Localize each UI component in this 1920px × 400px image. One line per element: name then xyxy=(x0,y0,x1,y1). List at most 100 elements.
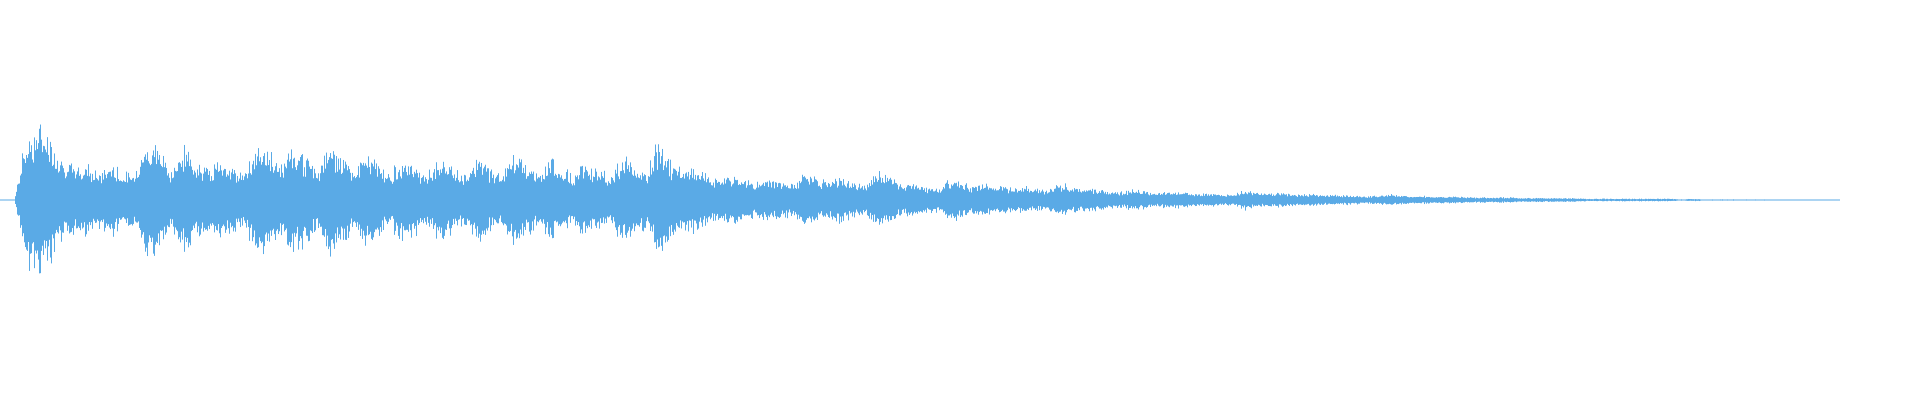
waveform-bar xyxy=(467,179,468,219)
waveform-bar xyxy=(1548,198,1549,202)
waveform-bar xyxy=(1640,199,1641,202)
waveform-bar xyxy=(1170,194,1171,206)
waveform-bar xyxy=(1000,186,1001,212)
waveform-bar xyxy=(1512,197,1513,203)
waveform-bar xyxy=(1219,195,1220,205)
waveform-bar xyxy=(67,172,68,231)
waveform-bar xyxy=(1528,197,1529,202)
waveform-bar xyxy=(101,183,102,221)
waveform-bar xyxy=(784,185,785,213)
waveform-bar xyxy=(1309,194,1310,206)
waveform-bar xyxy=(556,175,557,223)
waveform-bar xyxy=(1695,199,1696,202)
waveform-bar xyxy=(1446,197,1447,203)
waveform-bar xyxy=(890,177,891,221)
waveform-bar xyxy=(306,160,307,236)
waveform-bar xyxy=(962,185,963,217)
waveform-bar xyxy=(1430,197,1431,203)
waveform-bar xyxy=(1090,189,1091,208)
waveform-bar xyxy=(481,162,482,235)
waveform-bar xyxy=(622,162,623,238)
waveform-bar xyxy=(916,185,917,213)
waveform-bar xyxy=(644,174,645,228)
waveform-bar xyxy=(1501,197,1502,203)
waveform-bar xyxy=(695,174,696,221)
waveform-bar xyxy=(1142,193,1143,207)
waveform-bar xyxy=(1231,195,1232,205)
waveform-bar xyxy=(520,162,521,230)
waveform-bar xyxy=(580,166,581,234)
waveform-bar xyxy=(1495,198,1496,202)
waveform-bar xyxy=(362,165,363,239)
waveform-bar xyxy=(1162,194,1163,205)
waveform-bar xyxy=(619,179,620,226)
waveform-bar xyxy=(529,172,530,232)
waveform-bar xyxy=(1669,198,1670,201)
waveform-bar xyxy=(368,156,369,236)
waveform-bar xyxy=(1026,186,1027,211)
waveform-bar xyxy=(945,183,946,215)
waveform-bar xyxy=(1280,195,1281,205)
waveform-bar xyxy=(1550,198,1551,202)
waveform-bar xyxy=(950,188,951,215)
waveform-bar xyxy=(956,182,957,221)
waveform-bar xyxy=(1425,197,1426,203)
waveform-bar xyxy=(130,179,131,225)
waveform-bar xyxy=(1146,192,1147,208)
waveform-bar xyxy=(1578,198,1579,202)
waveform-bar xyxy=(1165,194,1166,205)
waveform-bar xyxy=(1388,194,1389,205)
waveform-bar xyxy=(972,187,973,213)
waveform-bar xyxy=(1268,194,1269,206)
waveform-bar xyxy=(83,175,84,228)
waveform-bar xyxy=(144,156,145,244)
waveform-bar xyxy=(740,185,741,220)
waveform-bar xyxy=(503,176,504,226)
waveform-bar xyxy=(142,162,143,235)
waveform-bar xyxy=(980,190,981,211)
waveform-bar xyxy=(549,168,550,237)
waveform-bar xyxy=(247,178,248,220)
waveform-bar xyxy=(1453,196,1454,204)
waveform-bar xyxy=(879,171,880,225)
waveform-bar xyxy=(761,185,762,215)
waveform-bar xyxy=(1514,198,1515,202)
waveform-bar xyxy=(1294,194,1295,205)
waveform-bar xyxy=(1457,197,1458,203)
waveform-bar xyxy=(1603,198,1604,202)
waveform-bar xyxy=(566,172,567,224)
waveform-bar xyxy=(851,187,852,213)
waveform-bar xyxy=(457,170,458,226)
waveform-bar xyxy=(1129,192,1130,208)
waveform-bar xyxy=(741,182,742,220)
waveform-bar xyxy=(563,180,564,222)
waveform-bar xyxy=(160,164,161,231)
waveform-bar xyxy=(828,183,829,218)
waveform-bar xyxy=(703,178,704,220)
waveform-bar xyxy=(1288,193,1289,206)
waveform-bar xyxy=(1694,199,1695,201)
waveform-bar xyxy=(212,180,213,224)
waveform-bar xyxy=(668,158,669,240)
waveform-bar xyxy=(259,161,260,238)
waveform-bar xyxy=(1470,197,1471,203)
waveform-bar xyxy=(846,187,847,216)
waveform-bar xyxy=(1364,196,1365,204)
waveform-bar xyxy=(104,170,105,232)
waveform-bar xyxy=(1582,198,1583,202)
waveform-bar xyxy=(1360,196,1361,203)
waveform-bar xyxy=(93,180,94,219)
waveform-bar xyxy=(258,148,259,248)
waveform-bar xyxy=(744,182,745,216)
waveform-bar xyxy=(346,164,347,240)
waveform-bar xyxy=(988,189,989,209)
waveform-bar xyxy=(575,175,576,226)
waveform-bar xyxy=(1410,196,1411,203)
waveform-bar xyxy=(1593,199,1594,201)
waveform-bar xyxy=(1529,198,1530,202)
waveform-bar xyxy=(1493,197,1494,203)
waveform-bar xyxy=(187,161,188,238)
waveform-bar xyxy=(265,165,266,235)
waveform-bar xyxy=(1583,198,1584,202)
waveform-bar xyxy=(496,176,497,223)
